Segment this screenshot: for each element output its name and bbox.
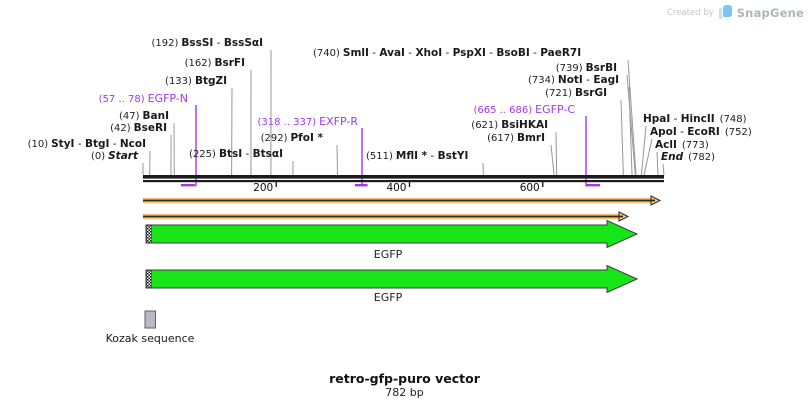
cds-label-egfp-1: EGFP <box>374 248 403 261</box>
cds-partial-hatch-1 <box>146 225 152 243</box>
ruler-bar-top <box>143 175 664 179</box>
primer-bar-exfp-r <box>354 184 368 187</box>
credit: Created by SnapGene <box>667 5 804 20</box>
site-line-end <box>662 163 665 176</box>
snapgene-logo-icon <box>718 5 732 20</box>
cds-label-egfp-2: EGFP <box>374 291 403 304</box>
cds-partial-hatch-2 <box>146 270 152 288</box>
site-line-hpaI <box>640 125 647 176</box>
site-line-bmrI <box>550 144 555 176</box>
site-line-notI <box>628 86 633 176</box>
ruler-tick-label-200: 200 <box>253 182 273 194</box>
ruler-tick-label-400: 400 <box>386 182 406 194</box>
cds-arrow-egfp-2 <box>145 264 639 294</box>
kozak-box <box>144 310 156 329</box>
site-line-pfoI <box>336 144 339 176</box>
site-line-bsrGI <box>620 99 624 176</box>
primer-bar-egfp-c <box>586 184 601 187</box>
ruler-bar-bottom <box>143 180 664 183</box>
cds-arrow-egfp-1 <box>145 219 639 249</box>
site-line-aclI <box>656 151 659 176</box>
ruler-tick-label-600: 600 <box>520 182 540 194</box>
site-line-smlI-cluster <box>627 59 637 176</box>
site-line-apoI <box>643 138 653 176</box>
site-line-bsrBI <box>626 74 636 176</box>
kozak-label: Kozak sequence <box>106 332 195 345</box>
primer-bar-egfp-n <box>180 184 195 187</box>
created-by-text: Created by <box>666 7 714 18</box>
snapgene-brand: SnapGene <box>736 5 804 20</box>
site-line-bsiHKAI <box>555 131 558 176</box>
